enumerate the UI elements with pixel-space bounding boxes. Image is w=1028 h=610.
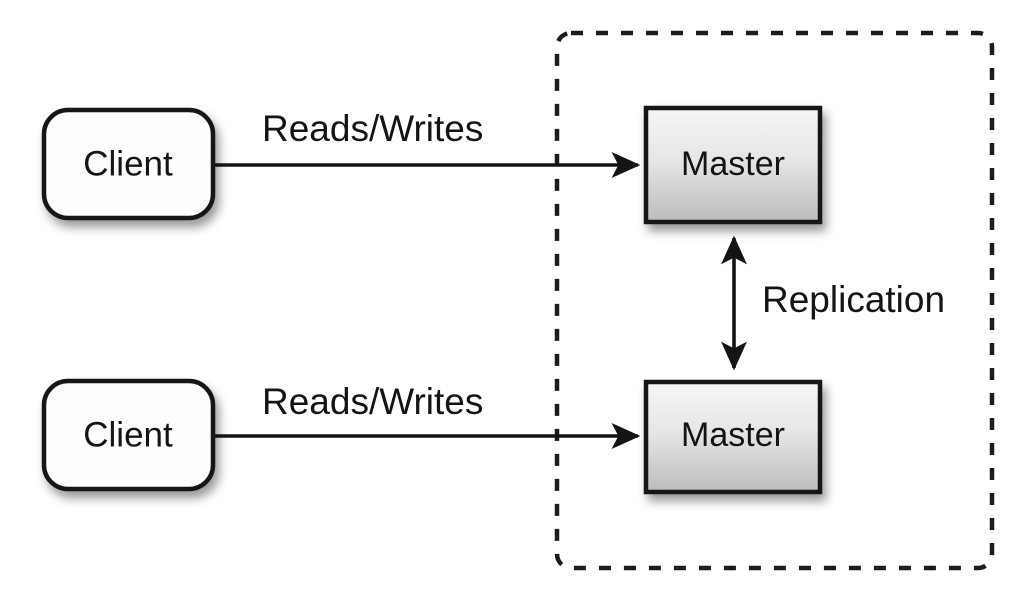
replication-cluster-boundary [554, 30, 995, 571]
client-top-shape[interactable] [41, 107, 216, 221]
node-client-bottom[interactable]: Client [41, 378, 216, 492]
master-top-shape[interactable] [643, 105, 823, 225]
edge-label-replication: Replication [762, 279, 945, 320]
edge-label-reads-writes-top: Reads/Writes [262, 108, 483, 149]
node-client-top[interactable]: Client [41, 107, 216, 221]
node-master-bottom[interactable]: Master [643, 379, 823, 495]
master-bottom-shape[interactable] [643, 379, 823, 495]
edge-label-reads-writes-bottom: Reads/Writes [262, 381, 483, 422]
client-top-label: Client [83, 144, 173, 183]
client-bottom-shape[interactable] [41, 378, 216, 492]
master-top-label: Master [681, 145, 785, 183]
node-master-top[interactable]: Master [643, 105, 823, 225]
master-bottom-label: Master [681, 416, 785, 454]
client-bottom-label: Client [83, 415, 173, 454]
